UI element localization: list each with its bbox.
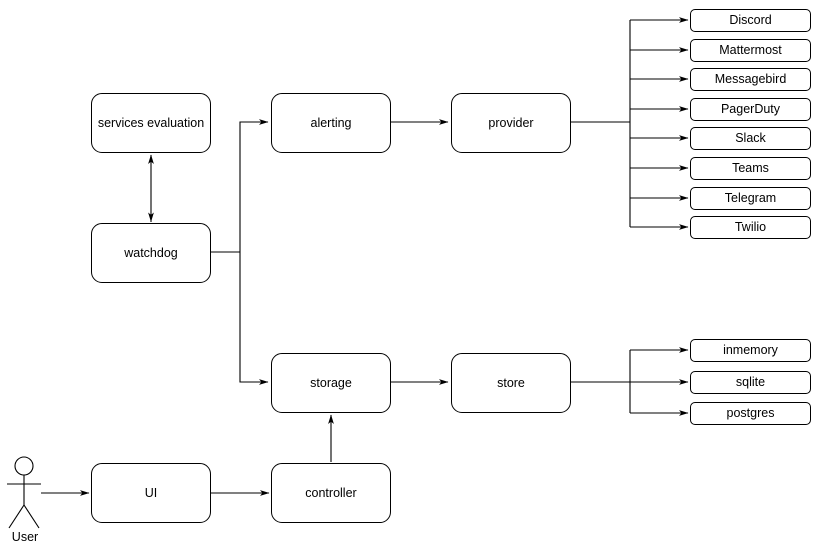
- node-provider-mattermost[interactable]: Mattermost: [690, 39, 811, 62]
- node-ui[interactable]: UI: [91, 463, 211, 523]
- node-store-inmemory-label: inmemory: [723, 343, 778, 358]
- node-ui-label: UI: [144, 485, 158, 500]
- node-provider-label: provider: [488, 115, 534, 130]
- node-services-evaluation[interactable]: services evaluation: [91, 93, 211, 153]
- node-storage-label: storage: [310, 375, 352, 390]
- node-provider[interactable]: provider: [451, 93, 571, 153]
- node-provider-telegram-label: Telegram: [724, 191, 777, 206]
- node-alerting-label: alerting: [310, 115, 352, 130]
- user-actor: User: [0, 458, 50, 548]
- node-provider-mattermost-label: Mattermost: [719, 43, 782, 58]
- node-controller[interactable]: controller: [271, 463, 391, 523]
- node-store-postgres-label: postgres: [726, 406, 775, 421]
- node-provider-discord-label: Discord: [729, 13, 772, 28]
- edge-watchdog-to-storage: [239, 252, 269, 385]
- node-provider-discord[interactable]: Discord: [690, 9, 811, 32]
- node-provider-pagerduty[interactable]: PagerDuty: [690, 98, 811, 121]
- node-storage[interactable]: storage: [271, 353, 391, 413]
- node-provider-twilio-label: Twilio: [734, 220, 767, 235]
- node-provider-teams-label: Teams: [732, 161, 769, 176]
- node-watchdog-label: watchdog: [124, 245, 178, 260]
- node-store-inmemory[interactable]: inmemory: [690, 339, 811, 362]
- node-controller-label: controller: [305, 485, 357, 500]
- node-provider-messagebird[interactable]: Messagebird: [690, 68, 811, 91]
- node-provider-slack[interactable]: Slack: [690, 127, 811, 150]
- edge-watchdog-to-alerting: [239, 119, 269, 252]
- node-provider-slack-label: Slack: [735, 131, 766, 146]
- node-store-label: store: [497, 375, 525, 390]
- node-provider-teams[interactable]: Teams: [690, 157, 811, 180]
- node-alerting[interactable]: alerting: [271, 93, 391, 153]
- node-store-sqlite-label: sqlite: [735, 375, 766, 390]
- node-provider-twilio[interactable]: Twilio: [690, 216, 811, 239]
- node-store-postgres[interactable]: postgres: [690, 402, 811, 425]
- node-services-evaluation-label: services evaluation: [97, 115, 205, 130]
- node-store-sqlite[interactable]: sqlite: [690, 371, 811, 394]
- node-watchdog[interactable]: watchdog: [91, 223, 211, 283]
- node-provider-telegram[interactable]: Telegram: [690, 187, 811, 210]
- node-provider-messagebird-label: Messagebird: [714, 72, 787, 87]
- user-actor-label: User: [11, 530, 39, 544]
- node-store[interactable]: store: [451, 353, 571, 413]
- node-provider-pagerduty-label: PagerDuty: [720, 102, 781, 117]
